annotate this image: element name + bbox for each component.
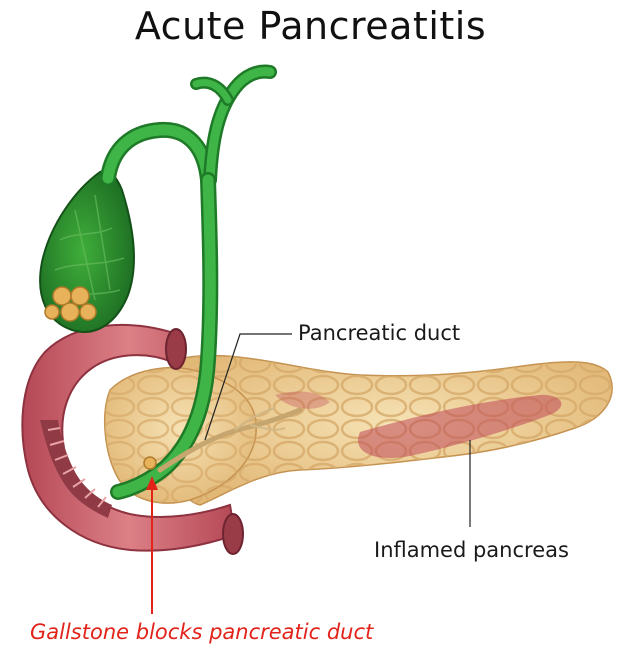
gallstone-label: Gallstone blocks pancreatic duct [30,620,373,644]
pancreatic-duct-label: Pancreatic duct [298,321,460,345]
lodged-gallstone [144,457,156,469]
inflamed-pancreas-label: Inflamed pancreas [374,538,569,562]
gallbladder [40,171,134,332]
